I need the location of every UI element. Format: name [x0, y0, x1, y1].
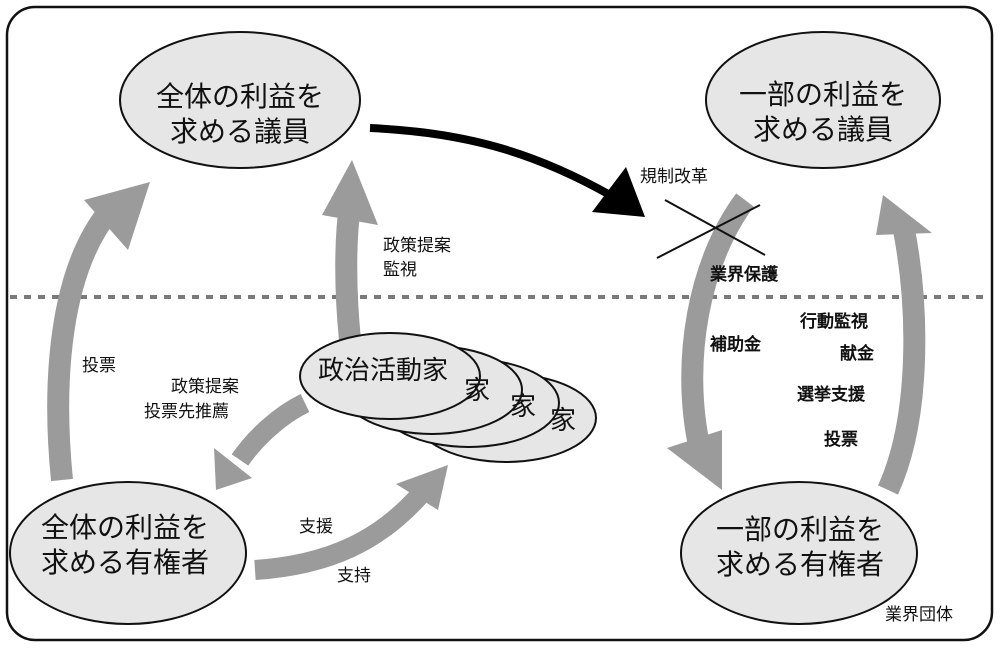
activist-front	[299, 332, 481, 420]
activist-stack-2-fragment: 家	[464, 376, 491, 406]
deregulation-arrow	[369, 124, 645, 217]
partial-voter-node	[680, 481, 918, 625]
support-arrow-right	[876, 195, 932, 495]
public-legislator-line1: 全体の利益を	[155, 80, 325, 113]
partial-legislator-line2: 求める議員	[752, 113, 894, 146]
public-voter-line2: 求める有権者	[40, 546, 210, 579]
policy-monitor-label-1: 政策提案	[383, 236, 451, 256]
partial-legislator-node	[705, 31, 941, 169]
partial-voter-line1: 一部の利益を	[715, 513, 885, 546]
support-arrow	[254, 465, 448, 580]
support-back-label: 支持	[337, 566, 371, 586]
action-monitor-label: 行動監視	[800, 312, 868, 332]
partial-legislator-label: 一部の利益を 求める議員	[739, 77, 907, 147]
industry-protection-label: 業界保護	[710, 265, 778, 285]
public-voter-node	[9, 481, 247, 625]
partial-voter-label: 一部の利益を 求める有権者	[716, 512, 884, 582]
support-aid-label: 支援	[299, 517, 333, 537]
industry-protection-arrow	[667, 193, 754, 490]
public-voter-line1: 全体の利益を	[40, 511, 210, 544]
activist-stack-3-fragment: 家	[510, 392, 537, 422]
donation-label: 献金	[840, 344, 874, 364]
public-voter-label: 全体の利益を 求める有権者	[41, 510, 209, 580]
partial-legislator-line1: 一部の利益を	[738, 78, 908, 111]
cancel-cross-mark	[656, 199, 766, 259]
partial-voter-line2: 求める有権者	[715, 548, 885, 581]
activist-front-label: 政治活動家	[318, 356, 449, 386]
election-support-label: 選挙支援	[797, 385, 865, 405]
vote-right-label: 投票	[824, 430, 858, 450]
deregulation-label: 規制改革	[640, 167, 708, 187]
policy-monitor-arrow	[322, 160, 378, 342]
subsidy-label: 補助金	[710, 335, 761, 355]
public-legislator-line2: 求める議員	[169, 115, 311, 148]
vote-left-label: 投票	[82, 356, 116, 376]
recommend-arrow	[214, 393, 310, 490]
public-legislator-node	[119, 31, 361, 169]
industry-group-label: 業界団体	[885, 605, 953, 625]
policy-recommend-label-1: 政策提案	[171, 377, 239, 397]
public-legislator-label: 全体の利益を 求める議員	[156, 79, 324, 149]
policy-monitor-label-2: 監視	[383, 260, 417, 280]
policy-recommend-label-2: 投票先推薦	[144, 402, 229, 422]
vote-arrow-left	[47, 182, 150, 482]
activist-stack-4-fragment: 家	[550, 406, 577, 436]
